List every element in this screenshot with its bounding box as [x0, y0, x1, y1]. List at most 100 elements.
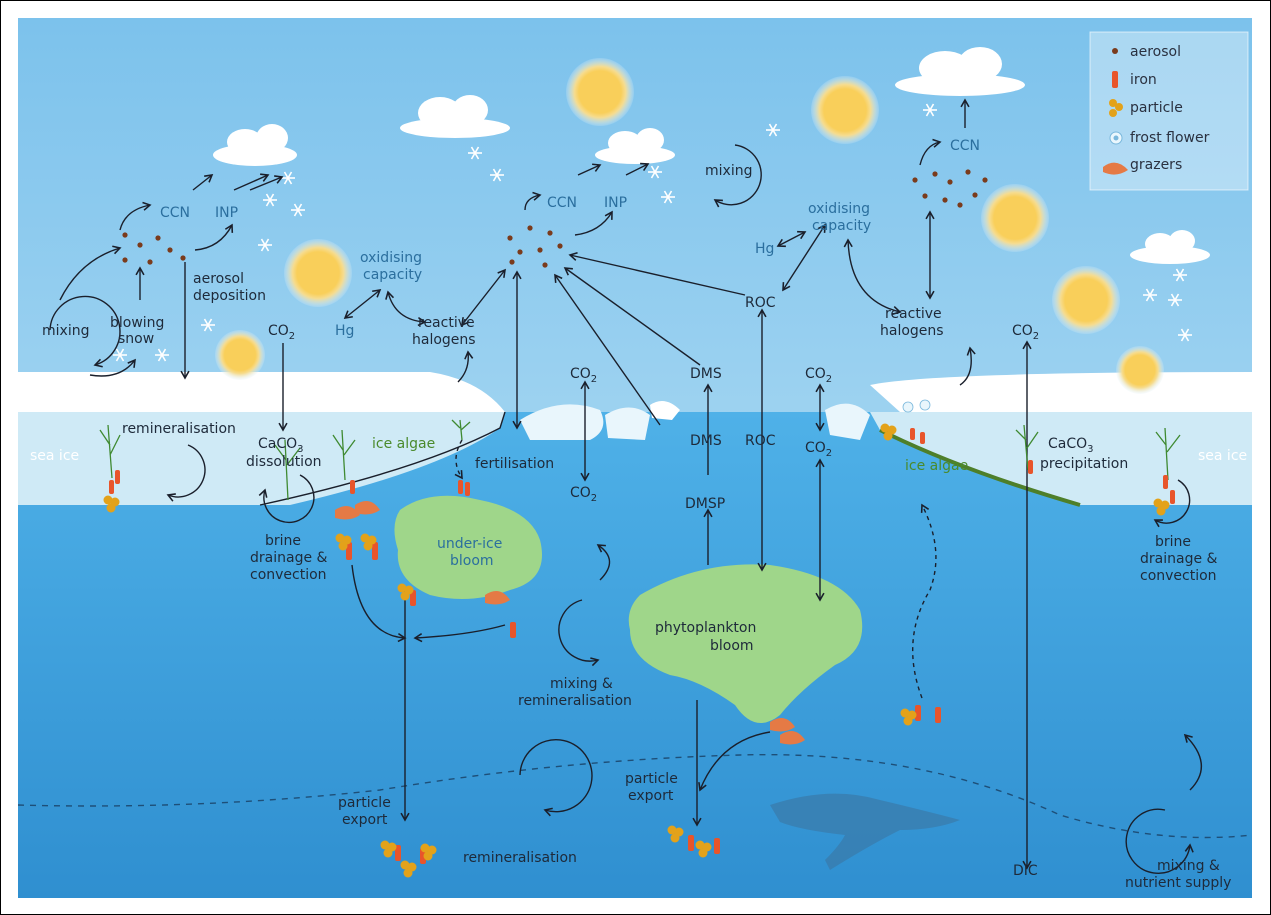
label-oxidising-capacity-right: oxidising — [808, 201, 870, 217]
label-brine-left-3: convection — [250, 567, 327, 583]
phytoplankton-bloom — [628, 564, 863, 723]
cloud — [213, 124, 297, 166]
dashed-flux — [454, 439, 463, 480]
label-phytoplankton-bloom-2: bloom — [710, 638, 754, 654]
label-fertilisation: fertilisation — [475, 456, 554, 472]
label-mixing-nutrient-supply: mixing & — [1157, 858, 1220, 874]
under-ice-bloom — [394, 495, 542, 599]
cloud — [400, 95, 510, 138]
sun-icon — [566, 58, 634, 126]
ice-floe — [605, 407, 650, 440]
label-under-ice-bloom: under-ice — [437, 536, 502, 552]
sun-icon — [981, 184, 1049, 252]
label-inp-left: INP — [215, 205, 238, 221]
label-sea-ice-right: sea ice — [1198, 448, 1247, 464]
label-dms-top: DMS — [690, 366, 722, 382]
label-ccn-left: CCN — [160, 205, 190, 221]
label-brine-right: brine — [1155, 534, 1191, 550]
label-inp-mid: INP — [604, 195, 627, 211]
label-dic: DIC — [1013, 863, 1038, 879]
label-remineralisation-top: remineralisation — [122, 421, 236, 437]
legend-item-grazers: grazers — [1103, 157, 1182, 175]
label-dmsp: DMSP — [685, 496, 725, 512]
cloud — [895, 47, 1025, 96]
label-aerosol-deposition: aerosol — [193, 271, 244, 287]
legend-label-grazers: grazers — [1130, 157, 1182, 173]
label-co2-mid-top: CO2 — [570, 366, 597, 385]
label-brine-left-2: drainage & — [250, 550, 328, 566]
label-oxidising-capacity-left: oxidising — [360, 250, 422, 266]
label-reactive-halogens-left-2: halogens — [412, 332, 476, 348]
label-under-ice-bloom-2: bloom — [450, 553, 494, 569]
label-roc-top: ROC — [745, 295, 776, 311]
label-co2-right: CO2 — [1012, 323, 1039, 342]
sea-ice-right — [870, 412, 1252, 505]
dashed-flux — [912, 503, 937, 699]
label-blowing-snow: blowing — [110, 315, 164, 331]
label-mixing-left: mixing — [42, 323, 89, 339]
label-hg-right: Hg — [755, 241, 774, 257]
aerosol-cluster-right — [912, 169, 988, 208]
aerosol-icon — [1112, 48, 1118, 54]
sun-icon — [1116, 346, 1164, 394]
sun-icon — [215, 330, 265, 380]
cloud — [1130, 230, 1210, 264]
label-co2-left: CO2 — [268, 323, 295, 342]
legend-item-frost-flower: frost flower — [1109, 130, 1210, 146]
aerosol-cluster-left — [122, 232, 186, 265]
label-sea-ice-left: sea ice — [30, 448, 79, 464]
legend-label-particle: particle — [1130, 100, 1183, 116]
mixing-loops — [49, 144, 1203, 874]
aerosol-cluster-mid — [507, 225, 563, 268]
label-caco3-precipitation: CaCO3 — [1048, 436, 1094, 455]
label-brine-left: brine — [265, 533, 301, 549]
sun-icon — [284, 239, 352, 307]
legend-item-iron: iron — [1112, 71, 1157, 88]
label-caco3-dissolution: CaCO3 — [258, 436, 304, 455]
label-reactive-halogens-right-2: halogens — [880, 323, 944, 339]
legend-label-iron: iron — [1130, 72, 1157, 88]
legend: aerosol iron particle frost flower graze… — [1089, 31, 1249, 191]
krill-icon — [1103, 162, 1128, 175]
particle-icon — [1109, 99, 1123, 117]
label-remineralisation-bottom: remineralisation — [463, 850, 577, 866]
label-mixing-mid: mixing — [705, 163, 752, 179]
snow-left — [18, 372, 505, 412]
label-co2-mid-bottom: CO2 — [570, 485, 597, 504]
sea-ice-left — [18, 412, 505, 505]
iron-icon — [1112, 71, 1118, 88]
frost-flower-icon — [902, 399, 931, 413]
label-mixing-remineralisation: mixing & — [550, 676, 613, 692]
label-ccn-mid: CCN — [547, 195, 577, 211]
sun-icon — [1052, 266, 1120, 334]
label-mixing-nutrient-supply-2: nutrient supply — [1125, 875, 1231, 891]
label-particle-export-left: particle — [338, 795, 391, 811]
flux-arrows — [59, 98, 1032, 870]
label-brine-right-3: convection — [1140, 568, 1217, 584]
krill-icon — [335, 501, 805, 745]
cloud — [595, 128, 675, 164]
label-roc-bottom: ROC — [745, 433, 776, 449]
label-caco3-precipitation-2: precipitation — [1040, 456, 1128, 472]
label-reactive-halogens-left: reactive — [418, 315, 475, 331]
label-hg-left: Hg — [335, 323, 354, 339]
label-co2-right-center-bottom: CO2 — [805, 440, 832, 459]
label-oxidising-capacity-left-2: capacity — [363, 267, 422, 283]
label-ice-algae-left: ice algae — [372, 436, 435, 452]
label-mixing-remineralisation-2: remineralisation — [518, 693, 632, 709]
label-ice-algae-right: ice algae — [905, 458, 968, 474]
ice-algae-plant — [99, 419, 1181, 501]
legend-label-frost-flower: frost flower — [1130, 130, 1210, 146]
label-co2-right-center-top: CO2 — [805, 366, 832, 385]
label-ccn-right: CCN — [950, 138, 980, 154]
label-phytoplankton-bloom: phytoplankton — [655, 620, 756, 636]
label-snow-right: snow — [1208, 383, 1244, 399]
sun-icon — [811, 76, 879, 144]
whale-silhouette — [770, 793, 960, 870]
label-caco3-dissolution-2: dissolution — [246, 454, 322, 470]
label-snow-left: snow — [30, 383, 66, 399]
label-blowing-snow-2: snow — [118, 331, 154, 347]
